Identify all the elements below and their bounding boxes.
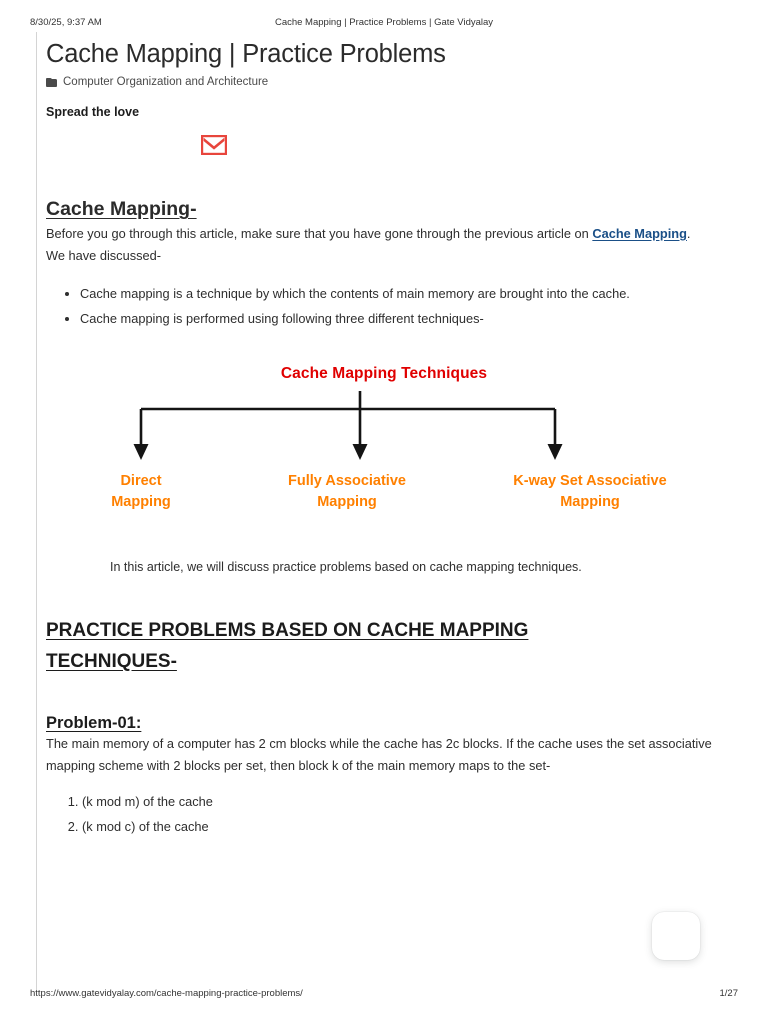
list-item: (k mod m) of the cache [82, 789, 722, 814]
diagram-label-line2: Mapping [560, 493, 620, 510]
share-section-label: Spread the love [46, 105, 140, 120]
print-header-title: Cache Mapping | Practice Problems | Gate… [274, 16, 494, 28]
print-footer: https://www.gatevidyalay.com/cache-mappi… [0, 988, 768, 1002]
print-footer-url: https://www.gatevidyalay.com/cache-mappi… [30, 988, 303, 999]
problem-01-options: (k mod m) of the cache (k mod c) of the … [46, 789, 722, 839]
article-note: In this article, we will discuss practic… [110, 559, 582, 574]
diagram-label-line2: Mapping [111, 493, 171, 510]
article-category-label: Computer Organization and Architecture [63, 76, 269, 89]
folder-icon [46, 77, 57, 87]
diagram-label-line1: Direct [120, 472, 162, 489]
problem-01-text: The main memory of a computer has 2 cm b… [46, 735, 712, 773]
list-item: Cache mapping is performed using followi… [80, 306, 722, 331]
floating-widget-button[interactable] [652, 912, 700, 960]
discussed-bullet-list: Cache mapping is a technique by which th… [46, 281, 722, 331]
list-item: Cache mapping is a technique by which th… [80, 281, 722, 306]
problem-01-heading: Problem-01: [46, 713, 142, 732]
diagram-label-line1: Fully Associative [288, 472, 406, 489]
article-category: Computer Organization and Architecture [46, 76, 722, 88]
diagram-arrows [133, 390, 563, 460]
diagram-label-k-way-set-associative-mapping: K-way Set Associative Mapping [458, 471, 722, 513]
intro-paragraph: Before you go through this article, make… [46, 223, 722, 245]
discussed-intro: We have discussed- [46, 247, 161, 263]
section-heading-cache-mapping: Cache Mapping- [46, 198, 197, 221]
article-content: Cache Mapping | Practice Problems Comput… [46, 40, 722, 839]
intro-text-after-link: . [686, 225, 691, 241]
practice-problems-heading: PRACTICE PROBLEMS BASED ON CACHE MAPPING… [46, 619, 529, 672]
gmail-icon[interactable] [199, 134, 229, 157]
page-title: Cache Mapping | Practice Problems [46, 40, 446, 68]
cache-mapping-techniques-diagram: Cache Mapping Techniques [46, 363, 722, 523]
diagram-labels: Direct Mapping Fully Associative Mapping… [46, 471, 722, 513]
intro-text-before-link: Before you go through this article, make… [46, 225, 593, 241]
print-header-date: 8/30/25, 9:37 AM [30, 16, 102, 28]
share-buttons-row [46, 131, 722, 159]
diagram-label-line1: K-way Set Associative [513, 472, 667, 489]
cache-mapping-link[interactable]: Cache Mapping [592, 225, 687, 241]
print-footer-page-number: 1/27 [719, 988, 739, 999]
diagram-title: Cache Mapping Techniques [280, 364, 488, 382]
print-header: 8/30/25, 9:37 AM Cache Mapping | Practic… [0, 14, 768, 30]
diagram-label-direct-mapping: Direct Mapping [46, 471, 236, 513]
diagram-label-line2: Mapping [317, 493, 377, 510]
left-margin-rule [36, 32, 37, 992]
list-item: (k mod c) of the cache [82, 814, 722, 839]
diagram-label-fully-associative-mapping: Fully Associative Mapping [236, 471, 458, 513]
